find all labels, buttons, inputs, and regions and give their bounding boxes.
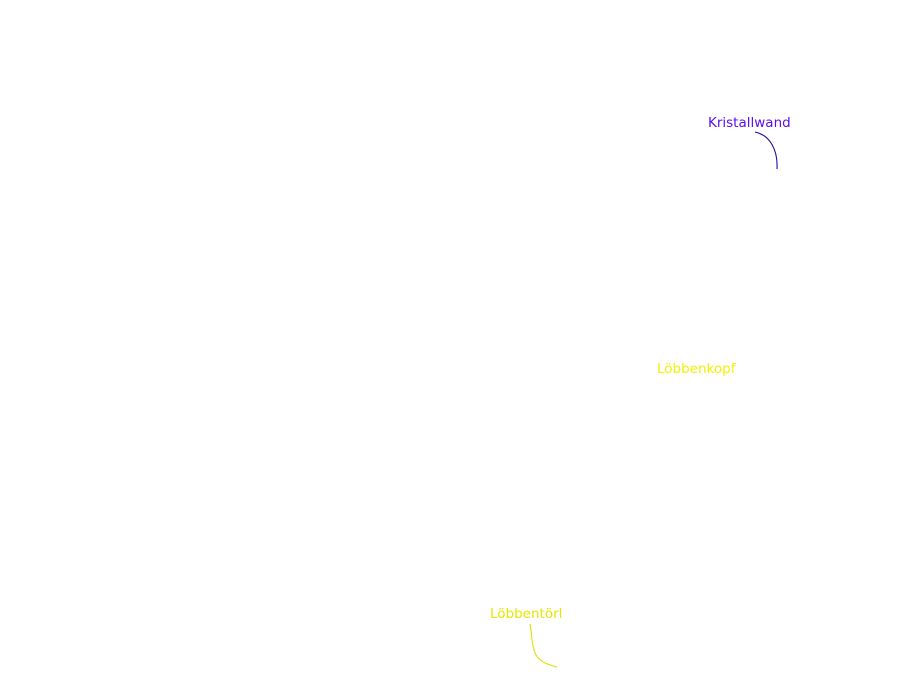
kristallwand-leader-line [754,131,778,170]
map-label-kristallwand[interactable]: Kristallwand [708,115,791,131]
map-label-loebbentoerl[interactable]: Löbbentörl [490,606,563,622]
map-label-loebbenkopf[interactable]: Löbbenkopf [657,361,736,377]
loebbentoerl-leader-line [529,623,558,668]
